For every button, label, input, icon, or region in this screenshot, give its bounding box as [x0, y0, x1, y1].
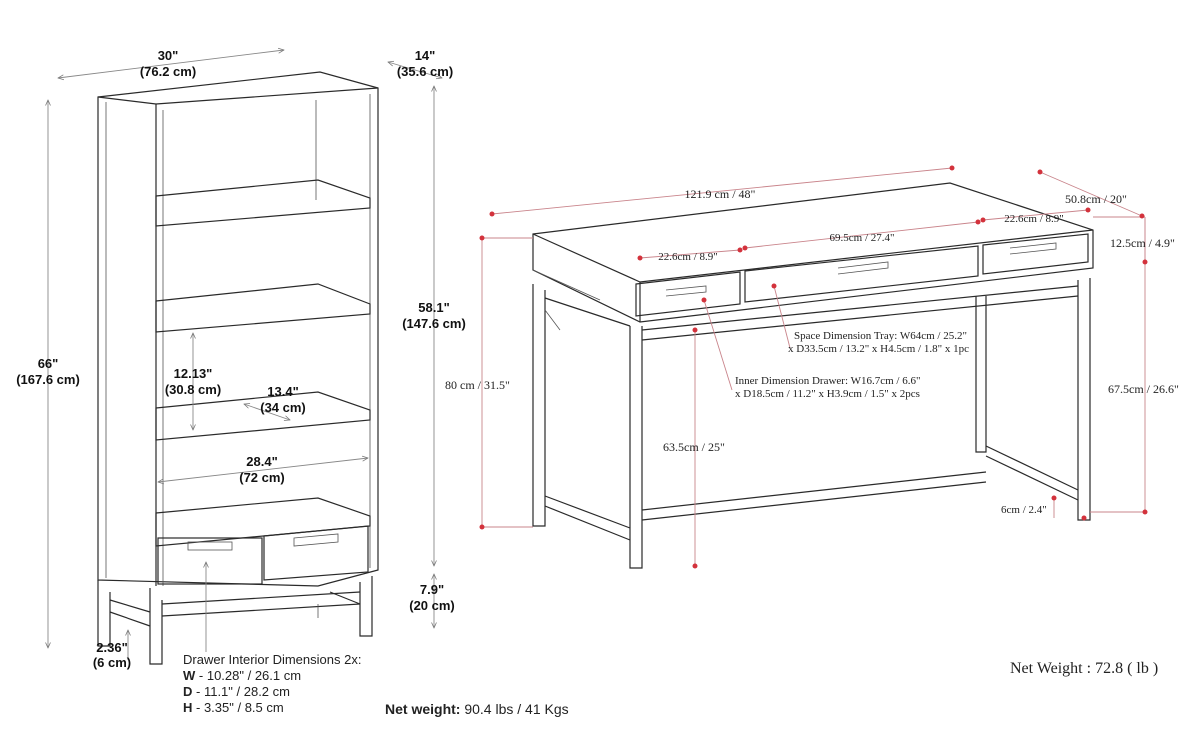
desk-drawing: 121.9 cm / 48" 50.8cm / 20" 22.6cm / 8.9… — [445, 165, 1179, 569]
desk-depth-label: 50.8cm / 20" — [1065, 192, 1127, 206]
desk-tray-width-label: 69.5cm / 27.4" — [830, 232, 895, 244]
bookcase-inner-width-imperial: 28.4" — [246, 454, 277, 469]
drawer-note-line1: Inner Dimension Drawer: W16.7cm / 6.6" — [735, 375, 920, 387]
tray-note-line1: Space Dimension Tray: W64cm / 25.2" — [794, 330, 967, 342]
drawer-info-depth: D - 11.1" / 28.2 cm — [183, 684, 290, 699]
desk-clearance-right-label: 67.5cm / 26.6" — [1108, 382, 1179, 396]
bookcase-base-height-metric: (20 cm) — [409, 598, 455, 613]
drawer-interior-info: Drawer Interior Dimensions 2x: W - 10.28… — [183, 652, 361, 716]
desk-net-weight: Net Weight : 72.8 ( lb ) — [1010, 660, 1159, 677]
bookcase-shelves — [155, 179, 371, 547]
bookcase-net-weight: Net weight: 90.4 lbs / 41 Kgs — [385, 701, 569, 717]
bookcase-base-height-imperial: 7.9" — [420, 582, 444, 597]
shelf-depth-imperial: 13.4" — [267, 384, 298, 399]
bookcase-foot-height-metric: (6 cm) — [93, 655, 131, 670]
tray-note-line2: x D33.5cm / 13.2" x H4.5cm / 1.8" x 1pc — [788, 343, 969, 355]
bookcase-depth-metric: (35.6 cm) — [397, 64, 453, 79]
bookcase-top-edge — [97, 87, 379, 105]
bookcase-height-imperial: 66" — [38, 356, 59, 371]
desk-apron-height-label: 12.5cm / 4.9" — [1110, 236, 1175, 250]
desk-drawer-right-label: 22.6cm / 8.9" — [1004, 213, 1064, 225]
bookcase-drawers — [157, 525, 369, 585]
desk-drawer-left-label: 22.6cm / 8.9" — [658, 251, 718, 263]
drawer-info-height: H - 3.35" / 8.5 cm — [183, 700, 284, 715]
bookcase-inner-width-metric: (72 cm) — [239, 470, 285, 485]
shelf-height-imperial: 12.13" — [174, 366, 213, 381]
bookcase-inner-height-metric: (147.6 cm) — [402, 316, 466, 331]
desk-clearance-left-label: 63.5cm / 25" — [663, 440, 725, 454]
desk-total-height-label: 80 cm / 31.5" — [445, 378, 510, 392]
bookcase-dimension-lines — [48, 50, 442, 660]
drawer-info-title: Drawer Interior Dimensions 2x: — [183, 652, 362, 667]
bookcase-outline — [97, 71, 379, 587]
drawer-info-width: W - 10.28" / 26.1 cm — [183, 668, 302, 683]
bookcase-foot-height-imperial: 2.36" — [96, 640, 127, 655]
desk-top-outline — [532, 182, 1094, 323]
bookcase-height-metric: (167.6 cm) — [16, 372, 80, 387]
shelf-depth-metric: (34 cm) — [260, 400, 306, 415]
drawer-note-line2: x D18.5cm / 11.2" x H3.9cm / 1.5" x 2pcs — [735, 388, 920, 400]
bookcase-width-imperial: 30" — [158, 48, 179, 63]
desk-frame — [532, 278, 1091, 569]
bookcase-width-metric: (76.2 cm) — [140, 64, 196, 79]
desk-foot-label: 6cm / 2.4" — [1001, 504, 1047, 516]
bookcase-drawing: 30" (76.2 cm) 14" (35.6 cm) 66" (167.6 c… — [16, 48, 466, 670]
bookcase-inner-height-imperial: 58.1" — [418, 300, 449, 315]
bookcase-base — [97, 576, 373, 665]
desk-width-label: 121.9 cm / 48" — [685, 187, 756, 201]
desk-dimension-lines — [479, 165, 1148, 569]
shelf-height-metric: (30.8 cm) — [165, 382, 221, 397]
bookcase-depth-imperial: 14" — [415, 48, 436, 63]
desk-drawer-fronts — [635, 233, 1089, 317]
